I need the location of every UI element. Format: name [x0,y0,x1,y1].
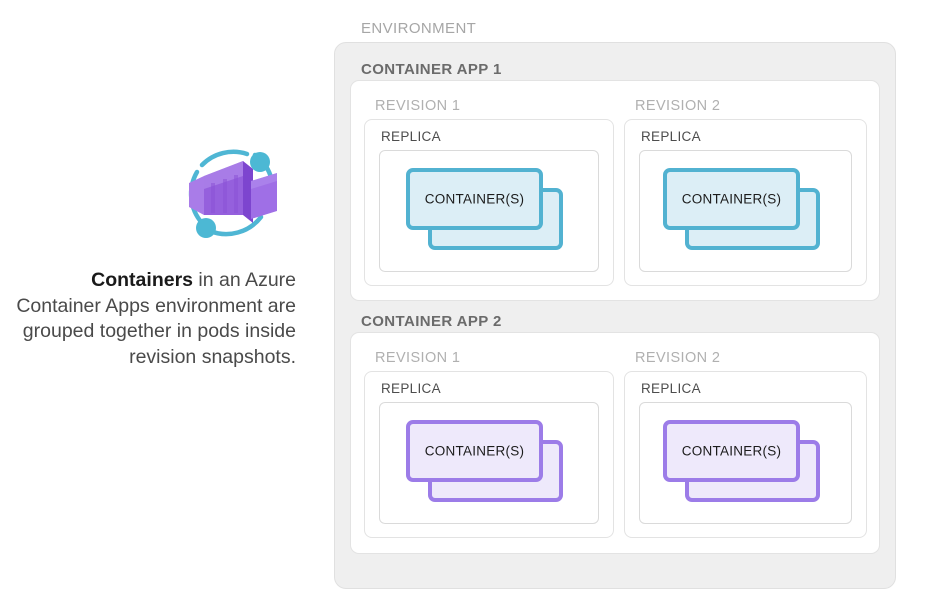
app1-revision-2-label: REVISION 2 [635,98,721,114]
container-app-2-label: CONTAINER APP 2 [361,313,502,330]
container-card-front: CONTAINER(S) [406,168,543,230]
app2-revision-1-replica-box: CONTAINER(S) [379,402,599,524]
left-description-panel: Containers in an Azure Container Apps en… [0,0,320,593]
container-app-1-label: CONTAINER APP 1 [361,61,502,78]
app1-revision-1-box: REPLICA CONTAINER(S) [364,119,614,286]
app2-revision-1-label: REVISION 1 [375,350,461,366]
app2-revision-1-box: REPLICA CONTAINER(S) [364,371,614,538]
app2-revision-1-replica-label: REPLICA [381,381,441,396]
app1-revision-2-replica-box: CONTAINER(S) [639,150,852,272]
environment-label: ENVIRONMENT [361,20,477,37]
app1-revision-1-label: REVISION 1 [375,98,461,114]
container-card-front: CONTAINER(S) [406,420,543,482]
container-card-label: CONTAINER(S) [424,443,525,459]
app2-revision-2-container-stack: CONTAINER(S) [663,420,823,504]
app1-revision-1-replica-label: REPLICA [381,129,441,144]
caption-rest: in an Azure Container Apps environment a… [16,269,296,368]
container-card-label: CONTAINER(S) [424,191,525,207]
azure-container-apps-logo [181,143,285,247]
container-app-2-box: REVISION 1 REPLICA CONTAINER(S) REVISION… [350,332,880,554]
container-card-front: CONTAINER(S) [663,420,800,482]
caption-text: Containers in an Azure Container Apps en… [8,268,296,370]
app1-revision-2-box: REPLICA CONTAINER(S) [624,119,867,286]
container-card-label: CONTAINER(S) [681,443,782,459]
app2-revision-2-replica-label: REPLICA [641,381,701,396]
app2-revision-2-label: REVISION 2 [635,350,721,366]
app2-revision-1-container-stack: CONTAINER(S) [406,420,566,504]
app2-revision-2-box: REPLICA CONTAINER(S) [624,371,867,538]
container-app-1-box: REVISION 1 REPLICA CONTAINER(S) REVISION… [350,80,880,301]
app1-revision-1-replica-box: CONTAINER(S) [379,150,599,272]
environment-diagram: ENVIRONMENT CONTAINER APP 1 REVISION 1 R… [333,20,908,589]
app2-revision-2-replica-box: CONTAINER(S) [639,402,852,524]
caption-bold-lead: Containers [91,269,194,291]
app1-revision-1-container-stack: CONTAINER(S) [406,168,566,252]
app1-revision-2-replica-label: REPLICA [641,129,701,144]
container-card-label: CONTAINER(S) [681,191,782,207]
container-card-front: CONTAINER(S) [663,168,800,230]
app1-revision-2-container-stack: CONTAINER(S) [663,168,823,252]
